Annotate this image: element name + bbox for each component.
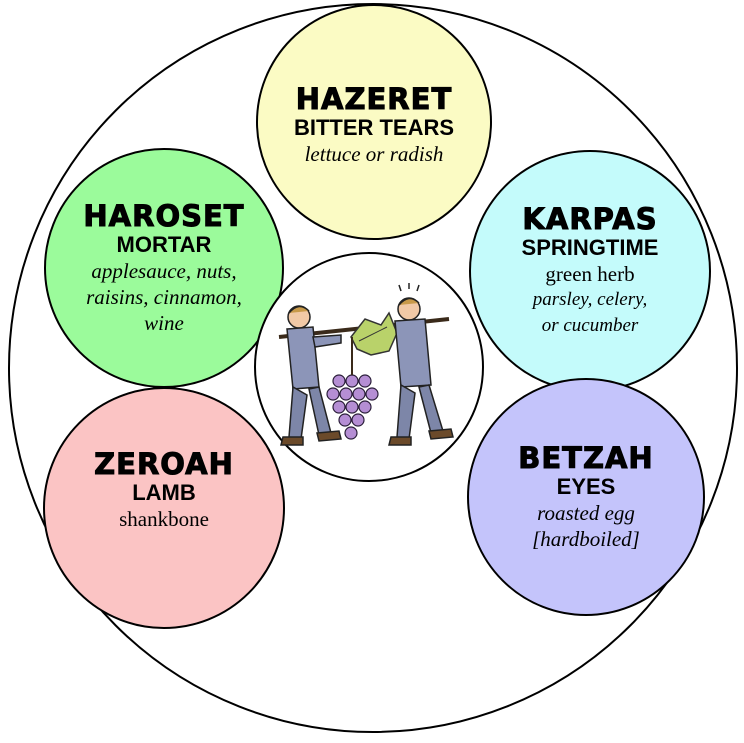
- haroset-food-3: wine: [144, 311, 184, 335]
- haroset-food-1: applesauce, nuts,: [91, 259, 237, 283]
- haroset-disc: HAROSET MORTAR applesauce, nuts, raisins…: [44, 148, 284, 388]
- karpas-food-1: green herb: [545, 262, 635, 286]
- betzah-disc: BETZAH EYES roasted egg [hardboiled]: [467, 378, 705, 616]
- betzah-name: BETZAH: [518, 441, 654, 475]
- zeroah-food: shankbone: [119, 507, 209, 531]
- betzah-meaning: EYES: [556, 474, 616, 499]
- karpas-food-2: parsley, celery,: [532, 289, 648, 310]
- men-carrying-grapes-illustration: [278, 283, 454, 446]
- betzah-food-2: [hardboiled]: [532, 527, 640, 551]
- center-disc: [254, 252, 484, 482]
- hazeret-disc: HAZERET BITTER TEARS lettuce or radish: [256, 4, 492, 240]
- karpas-food-3: or cucumber: [541, 315, 639, 336]
- hazeret-food: lettuce or radish: [304, 142, 444, 166]
- hazeret-name: HAZERET: [295, 82, 453, 116]
- haroset-food-2: raisins, cinnamon,: [86, 285, 242, 309]
- zeroah-meaning: LAMB: [132, 480, 196, 505]
- karpas-meaning: SPRINGTIME: [521, 235, 659, 260]
- zeroah-name: ZEROAH: [94, 447, 234, 481]
- karpas-disc: KARPAS SPRINGTIME green herb parsley, ce…: [469, 150, 711, 392]
- karpas-name: KARPAS: [522, 202, 658, 236]
- haroset-meaning: MORTAR: [116, 232, 212, 257]
- betzah-food-1: roasted egg: [537, 501, 635, 525]
- zeroah-disc: ZEROAH LAMB shankbone: [43, 387, 285, 629]
- hazeret-meaning: BITTER TEARS: [293, 115, 455, 140]
- haroset-name: HAROSET: [83, 199, 245, 233]
